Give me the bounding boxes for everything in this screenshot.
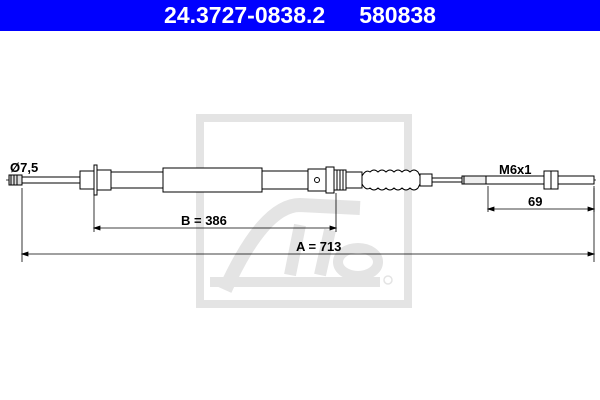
diameter-label: Ø7,5 [10, 160, 39, 175]
dimension-b-label: B = 386 [181, 213, 227, 228]
dimension-a-label: A = 713 [296, 239, 342, 254]
part-number: 24.3727-0838.2 [164, 2, 326, 28]
sleeve [162, 167, 263, 193]
end-length-label: 69 [528, 194, 543, 209]
thread-label: M6x1 [499, 162, 532, 177]
reference-number: 580838 [359, 2, 436, 28]
title-bar: 24.3727-0838.2 580838 [0, 0, 600, 31]
ate-watermark-logo [196, 114, 412, 308]
